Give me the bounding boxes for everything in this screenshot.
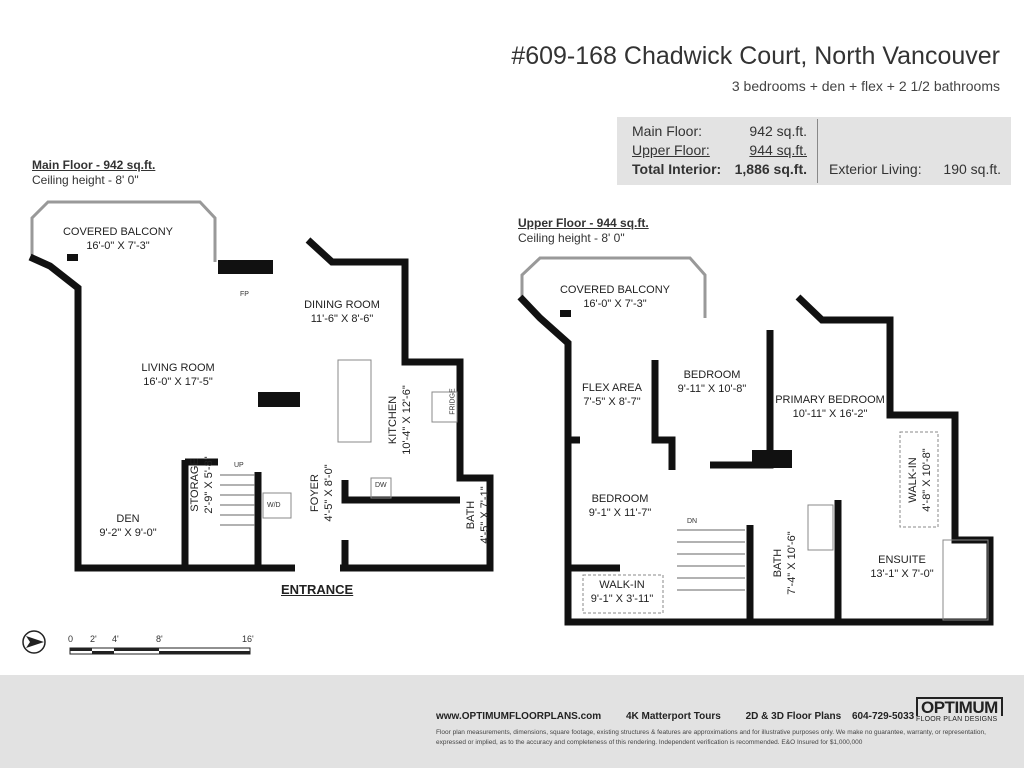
upper-floor-value: 944 sq.ft.	[749, 142, 807, 158]
lower-walkin-dashed	[582, 574, 664, 614]
entrance-label: ENTRANCE	[281, 582, 354, 597]
service-matterport: 4K Matterport Tours	[625, 711, 721, 722]
main-kitchen-counter-wall	[341, 480, 460, 504]
main-outer-wall	[28, 253, 295, 572]
area-summary: Main Floor: 942 sq.ft. Upper Floor: 944 sq…	[617, 117, 1011, 185]
upper-balcony-outline	[520, 256, 707, 318]
phone-number: 604-729-5033	[851, 711, 915, 722]
main-balcony-post	[67, 254, 78, 261]
dishwasher-label: DW	[375, 482, 387, 489]
footer-band	[0, 675, 1024, 768]
exterior-value: 190 sq.ft.	[943, 161, 1001, 177]
upper-chimney-block	[752, 450, 792, 468]
upper-shower	[942, 539, 989, 621]
main-outer-wall-right	[305, 237, 494, 572]
upper-walkin-dashed	[899, 431, 939, 528]
dishwasher	[370, 477, 392, 499]
main-island-post	[258, 392, 300, 407]
scale-tick: 16'	[242, 634, 254, 644]
website-link[interactable]: www.OPTIMUMFLOORPLANS.com	[436, 711, 602, 722]
total-label: Total Interior:	[632, 161, 722, 177]
upper-floor-heading: Upper Floor - 944 sq.ft. Ceiling height …	[518, 216, 649, 245]
fireplace-label: FP	[240, 291, 249, 298]
fridge	[431, 391, 458, 423]
main-floor-label: Main Floor:	[632, 123, 703, 139]
scale-tick: 0	[68, 634, 74, 644]
fridge-label: FRIDGE	[449, 388, 457, 415]
property-address: #609-168 Chadwick Court, North Vancouver	[511, 42, 1000, 70]
north-arrow-icon	[22, 630, 251, 655]
upper-tub	[807, 504, 834, 551]
washer-dryer	[262, 492, 292, 519]
scale-tick: 2'	[90, 634, 97, 644]
service-floorplans: 2D & 3D Floor Plans	[745, 711, 842, 722]
washer-dryer-label: W/D	[267, 502, 281, 509]
divider	[817, 119, 818, 183]
main-floor-heading: Main Floor - 942 sq.ft. Ceiling height -…	[32, 158, 156, 187]
total-value: 1,886 sq.ft.	[734, 161, 807, 177]
upper-bedroom1-wall	[710, 330, 774, 469]
upper-floor-label: Upper Floor:	[632, 142, 710, 158]
property-summary: 3 bedrooms + den + flex + 2 1/2 bathroom…	[731, 78, 1000, 94]
scale-tick: 4'	[112, 634, 119, 644]
stairs-up-label: UP	[234, 462, 244, 469]
footer-contact: www.OPTIMUMFLOORPLANS.com 4K Matterport …	[436, 711, 914, 722]
disclaimer: Floor plan measurements, dimensions, squ…	[436, 729, 986, 746]
stairs-down-label: DN	[687, 518, 698, 525]
scale-tick: 8'	[156, 634, 163, 644]
upper-flex-wall	[651, 360, 676, 470]
exterior-label: Exterior Living:	[829, 161, 922, 177]
main-fireplace-block	[218, 260, 273, 274]
main-balcony-outline	[30, 200, 217, 262]
kitchen-island	[337, 359, 372, 443]
upper-balcony-post	[560, 310, 571, 317]
main-floor-value: 942 sq.ft.	[749, 123, 807, 139]
company-logo: OPTIMUM FLOOR PLAN DESIGNS	[916, 697, 1003, 723]
